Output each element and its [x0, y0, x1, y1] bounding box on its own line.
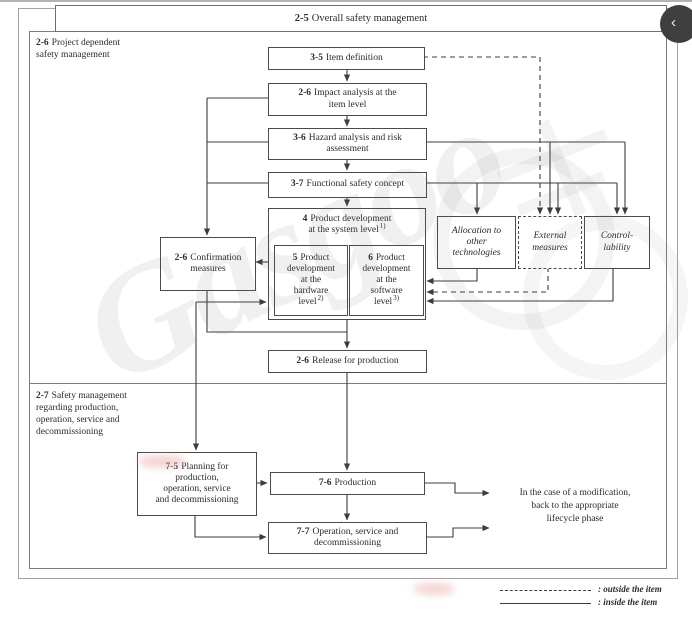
chevron-left-icon: ‹ — [671, 14, 676, 31]
title-number: 2-5 — [294, 13, 309, 24]
box-controllability: Control- lability — [584, 216, 650, 269]
legend-inside-label: : inside the item — [598, 597, 658, 607]
legend-outside-label: : outside the item — [598, 584, 662, 594]
dashed-line-sample — [500, 590, 591, 591]
title-label: Overall safety management — [311, 13, 428, 24]
back-button[interactable]: ‹ — [660, 5, 692, 43]
modification-note: In the case of a modification, back to t… — [519, 488, 631, 524]
box-allocation-other-technologies: Allocation to other technologies — [437, 216, 516, 269]
legend-inside-item: : inside the item — [500, 597, 690, 609]
top-border — [0, 0, 692, 2]
legend-outside-item: : outside the item — [500, 584, 690, 596]
box-external-measures: External measures — [518, 216, 582, 269]
solid-line-sample — [500, 603, 591, 604]
